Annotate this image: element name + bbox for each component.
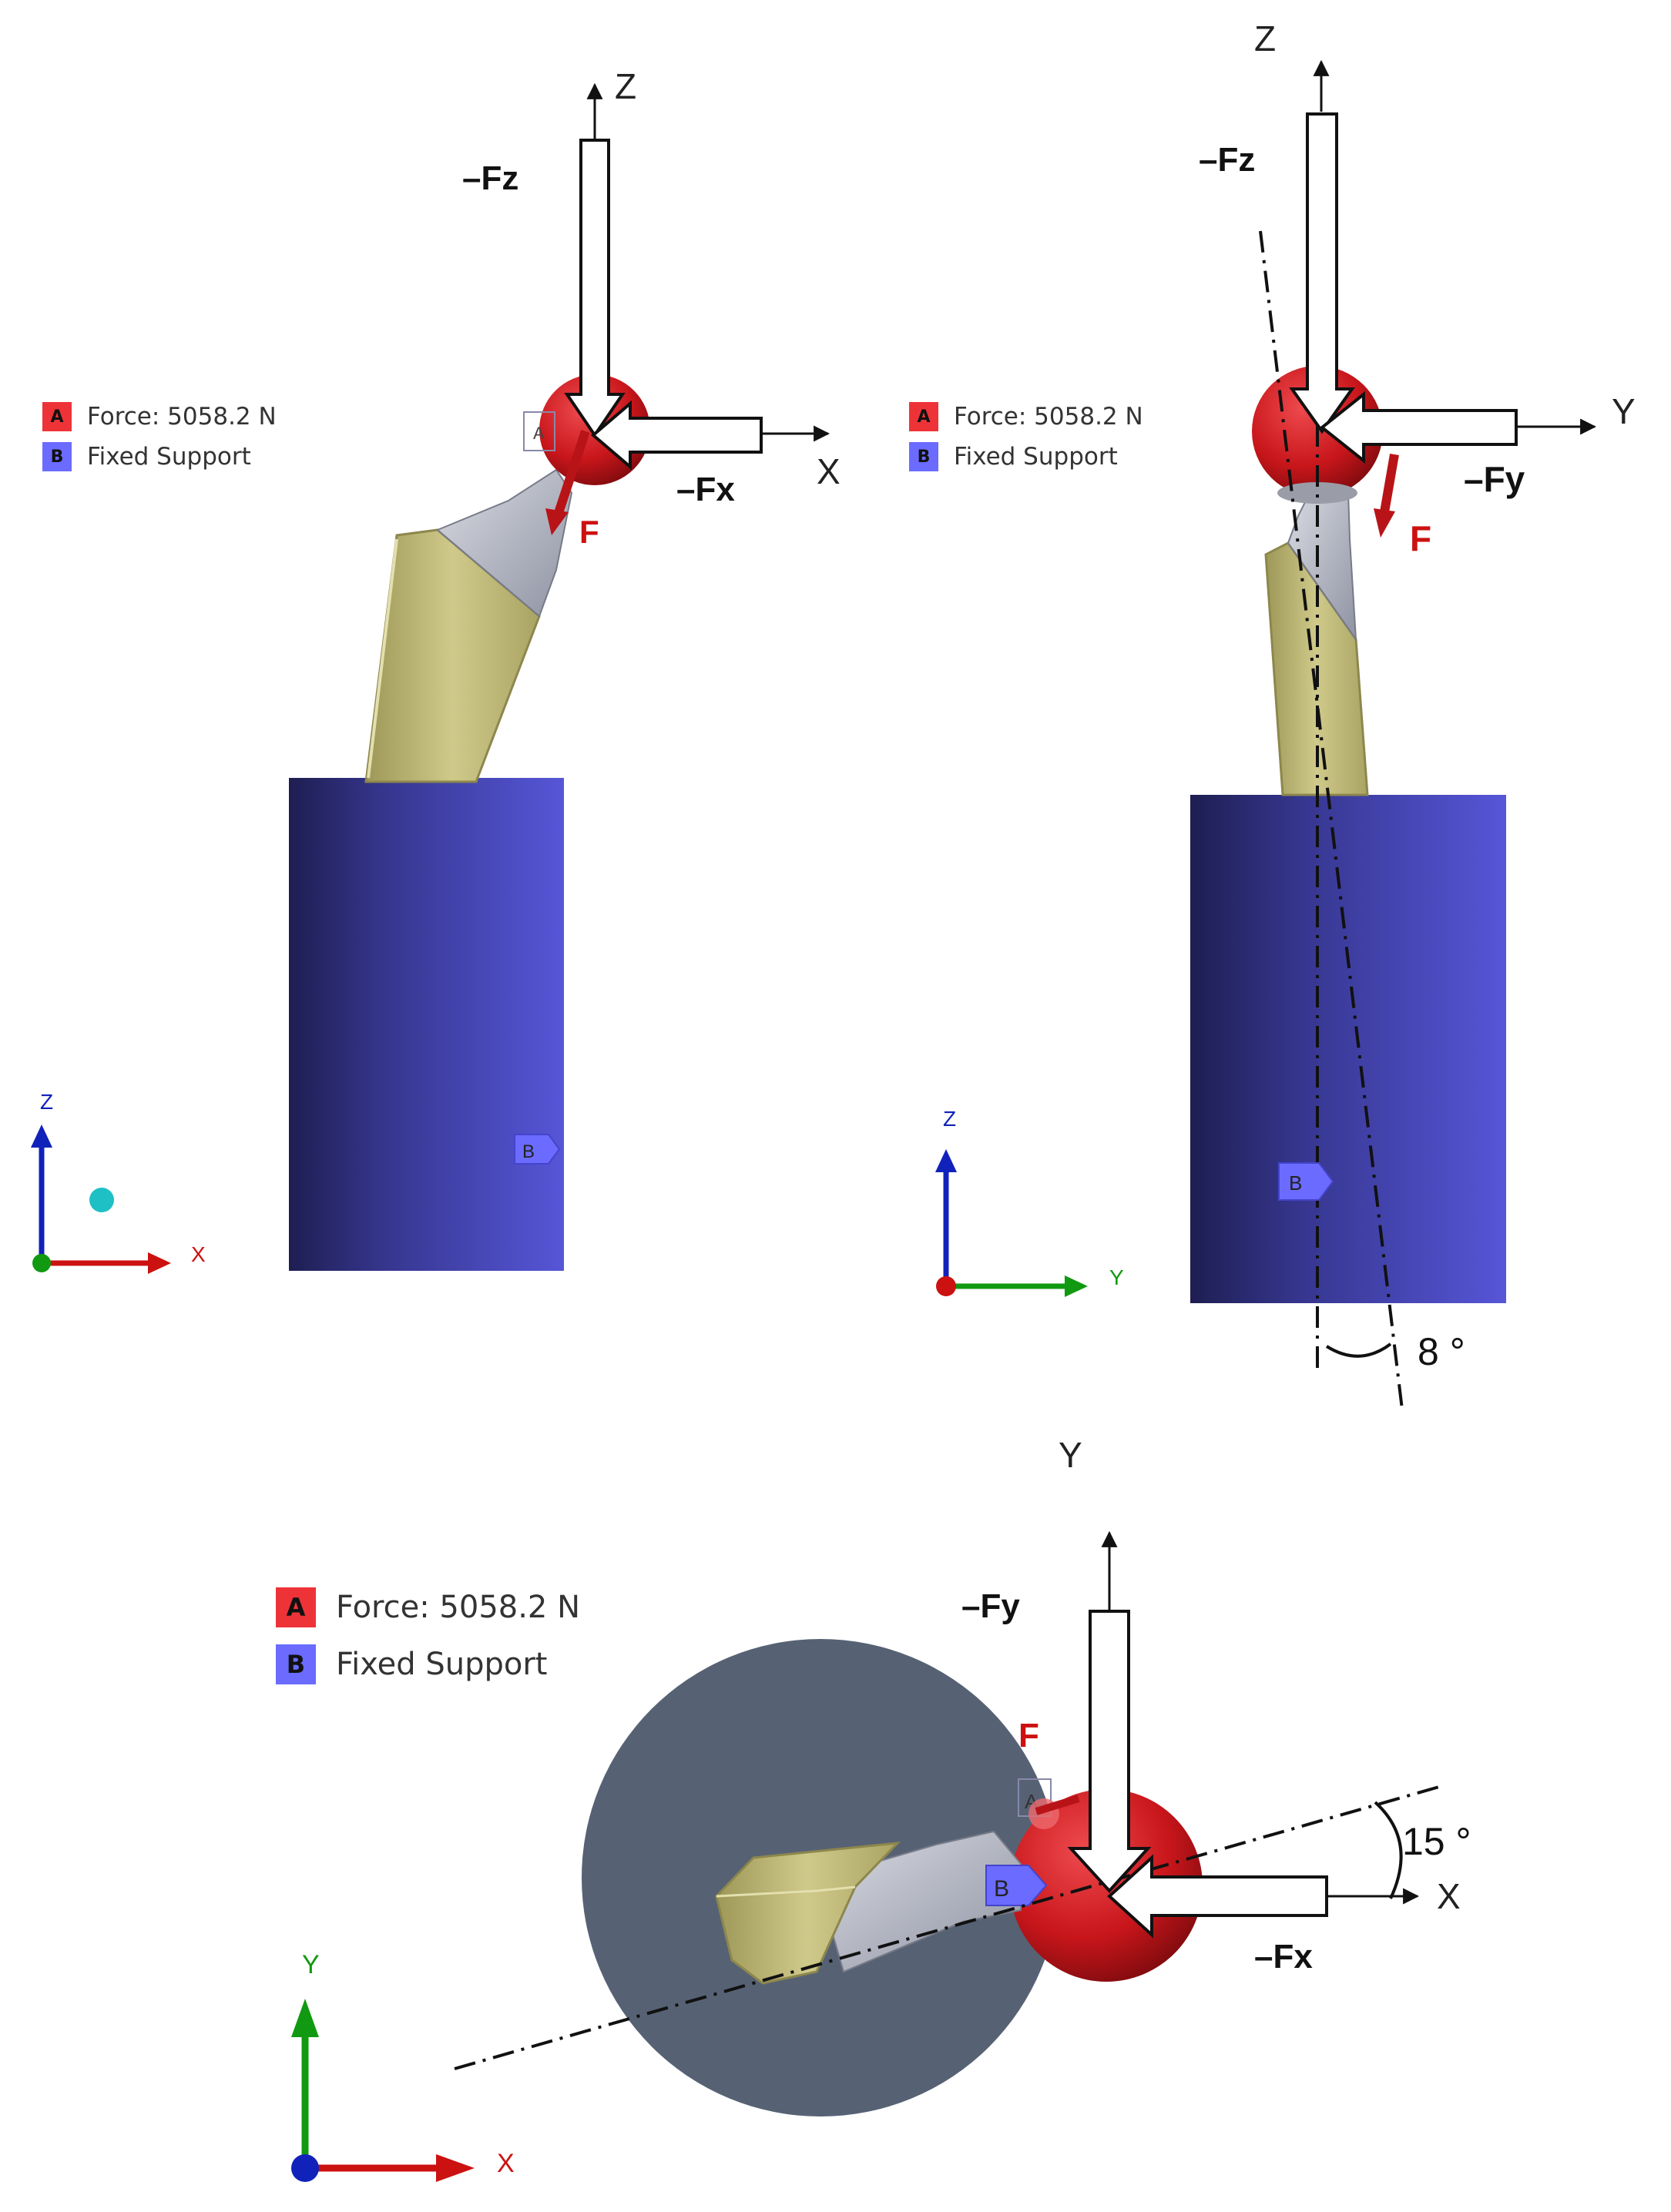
legend-front-view: A Force: 5058.2 N B Fixed Support — [42, 397, 277, 477]
force-fy-arrow — [1319, 390, 1518, 464]
triad-y-label: Y — [302, 1950, 320, 1979]
marker-b-label: B — [1289, 1171, 1302, 1195]
force-f-label: F — [579, 514, 599, 550]
panel-top-view: A F B 15 ° Y –Fy X –Fx Y X — [291, 1435, 1471, 2182]
legend-top-view: A Force: 5058.2 N B Fixed Support — [276, 1579, 580, 1693]
legend-badge-b: B — [909, 442, 938, 471]
force-f-label: F — [1410, 518, 1431, 558]
triad-z-label: Z — [40, 1090, 53, 1114]
fixed-support-cylinder — [1190, 795, 1506, 1303]
triad-x-label: X — [497, 2149, 515, 2178]
legend-item-support: B Fixed Support — [276, 1636, 580, 1693]
support-b-marker — [514, 1134, 561, 1165]
force-fx-label: –Fx — [1254, 1938, 1313, 1976]
triad-yz: Z Y — [935, 1107, 1124, 1297]
marker-a-label: A — [533, 424, 545, 443]
force-fx-arrow — [1107, 1854, 1328, 1939]
triad-xy: Y X — [291, 1950, 515, 2182]
legend-support-label: Fixed Support — [336, 1647, 548, 1682]
force-fy-arrow — [1067, 1610, 1152, 1893]
legend-item-support: B Fixed Support — [42, 437, 277, 477]
legend-force-label: Force: 5058.2 N — [336, 1590, 581, 1625]
force-fy-label: –Fy — [1464, 459, 1525, 499]
y-axis-label: Y — [1059, 1435, 1082, 1475]
triad-xz: Z X — [31, 1090, 206, 1274]
rotation-angle-label: 15 ° — [1402, 1820, 1471, 1863]
support-b-marker — [985, 1865, 1048, 1906]
implant-neck — [436, 468, 573, 618]
force-f-label: F — [1018, 1717, 1039, 1755]
legend-badge-a: A — [42, 402, 72, 431]
tilt-angle-label: 8 ° — [1418, 1330, 1465, 1373]
legend-item-force: A Force: 5058.2 N — [909, 397, 1143, 437]
legend-force-label: Force: 5058.2 N — [87, 403, 277, 431]
force-fy-label: –Fy — [961, 1587, 1020, 1625]
legend-side-view: A Force: 5058.2 N B Fixed Support — [909, 397, 1143, 477]
legend-badge-a: A — [276, 1587, 316, 1627]
marker-b-label: B — [994, 1876, 1009, 1902]
legend-support-label: Fixed Support — [87, 443, 251, 471]
y-axis-label: Y — [1612, 391, 1636, 431]
x-axis-label: X — [1437, 1876, 1461, 1916]
force-fz-arrow — [564, 139, 626, 438]
triad-z-label: Z — [943, 1107, 956, 1131]
implant-stem — [715, 1842, 901, 1985]
z-axis-label: Z — [1254, 18, 1276, 59]
force-fz-label: –Fz — [1199, 141, 1255, 179]
support-b-marker — [1278, 1162, 1334, 1201]
legend-badge-b: B — [276, 1644, 316, 1684]
legend-badge-b: B — [42, 442, 72, 471]
force-fz-label: –Fz — [462, 159, 518, 197]
fixed-support-cylinder — [289, 778, 564, 1271]
legend-item-support: B Fixed Support — [909, 437, 1143, 477]
legend-item-force: A Force: 5058.2 N — [42, 397, 277, 437]
triad-x-label: X — [191, 1242, 206, 1266]
legend-item-force: A Force: 5058.2 N — [276, 1579, 580, 1636]
force-fx-label: –Fx — [676, 471, 735, 508]
panel-front-view: A F Z –Fz X –Fx B Z X — [31, 66, 841, 1274]
z-axis-label: Z — [615, 66, 636, 106]
marker-b-label: B — [522, 1141, 535, 1162]
x-axis-label: X — [817, 451, 841, 491]
panel-side-view: F 8 ° Z –Fz Y –Fy B Z Y — [935, 18, 1636, 1410]
force-fx-arrow — [590, 400, 763, 471]
force-fz-arrow — [1289, 112, 1355, 434]
legend-force-label: Force: 5058.2 N — [954, 403, 1143, 431]
legend-badge-a: A — [909, 402, 938, 431]
triad-y-label: Y — [1109, 1265, 1124, 1289]
legend-support-label: Fixed Support — [954, 443, 1118, 471]
